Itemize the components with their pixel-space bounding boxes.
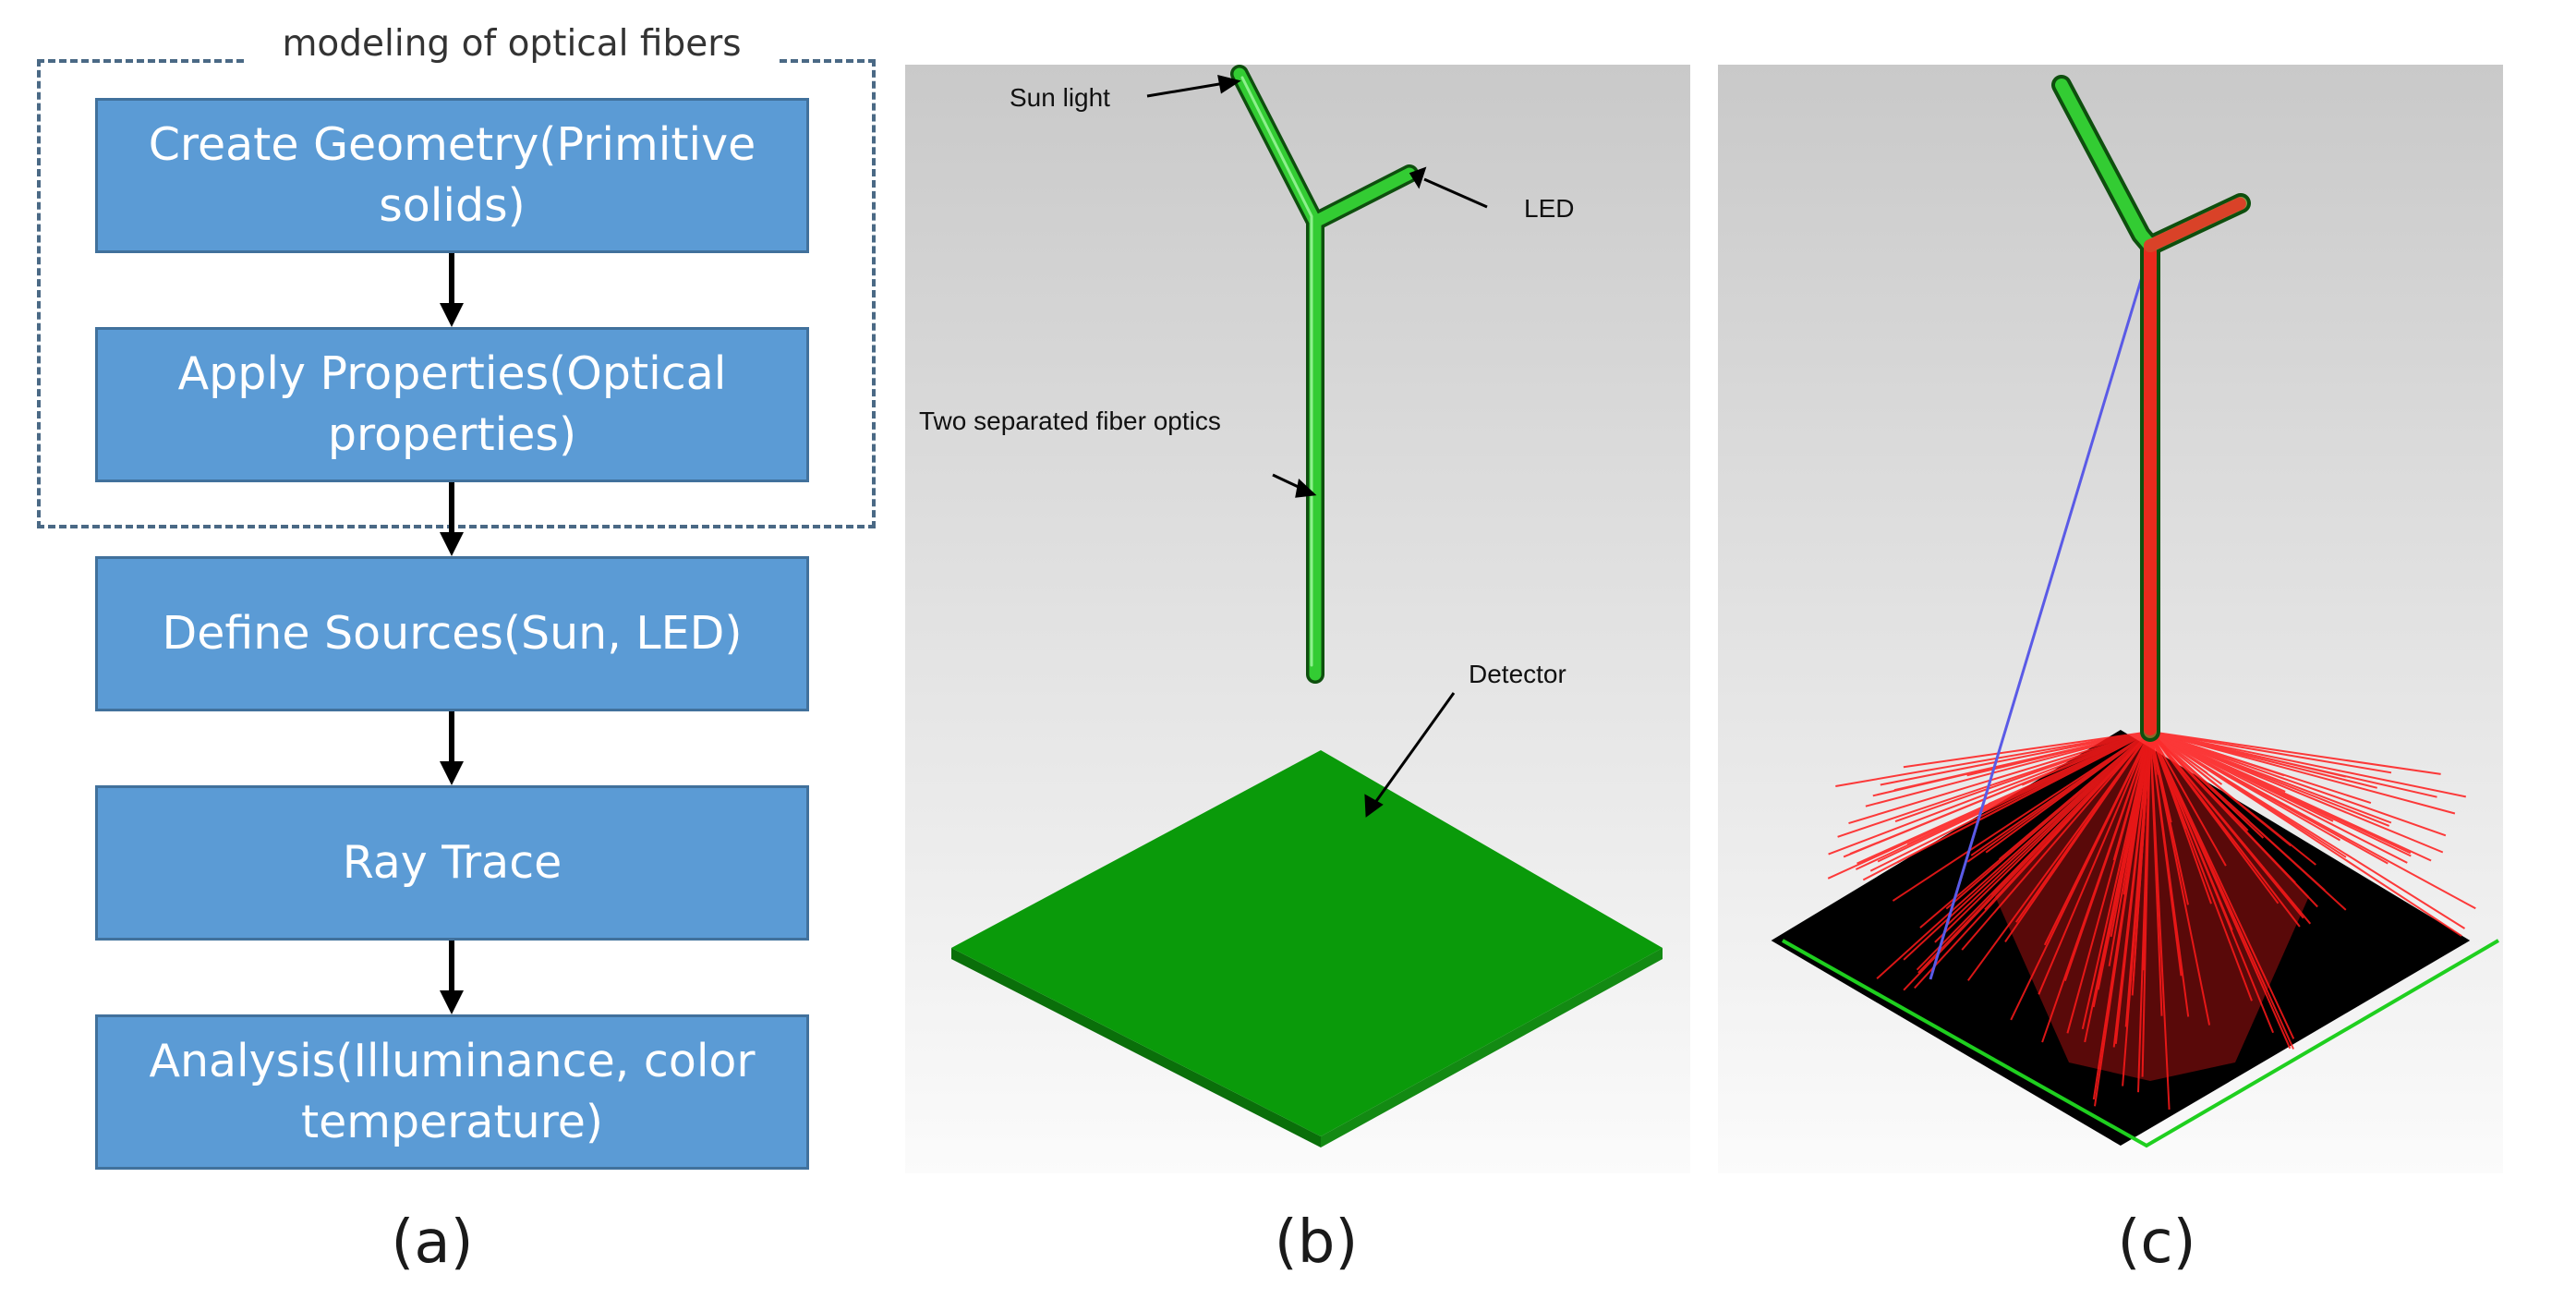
ray-line xyxy=(2142,731,2151,971)
ray-line xyxy=(1849,731,2151,856)
ray-line xyxy=(2149,731,2456,815)
ray-line xyxy=(2149,731,2447,837)
ray-line xyxy=(2149,731,2208,774)
ray-line xyxy=(2149,731,2437,798)
ray-line xyxy=(2038,731,2151,995)
ray-line xyxy=(1865,731,2151,807)
ray-line xyxy=(1837,731,2151,838)
ray-line xyxy=(1903,731,2151,961)
panel-label-c: (c) xyxy=(2117,1208,2196,1277)
ray-line xyxy=(2149,731,2285,777)
fiber-optics xyxy=(1230,65,1419,684)
ray-line xyxy=(1848,731,2151,825)
ray-line xyxy=(1835,731,2151,787)
ray-line xyxy=(2149,731,2171,1110)
ray-line xyxy=(2149,731,2334,822)
ray-line xyxy=(2149,731,2304,919)
ray-fan xyxy=(1827,731,2476,1110)
panel-label-b: (b) xyxy=(1274,1208,1359,1277)
ray-line xyxy=(2149,731,2467,798)
flow-arrow-icon xyxy=(440,253,464,327)
ray-line xyxy=(2149,731,2227,867)
ray-trace-view xyxy=(1718,65,2503,1173)
ray-line xyxy=(2149,731,2286,793)
arrow-head-icon xyxy=(1364,794,1384,818)
ray-line xyxy=(2135,731,2151,807)
annotation-sun-light: Sun light xyxy=(1010,83,1110,112)
ray-line xyxy=(1893,731,2151,792)
annotation-arrows xyxy=(1146,74,1488,818)
annotation-fiber-optics: Two separated fiber optics xyxy=(919,407,1221,435)
ray-line xyxy=(2149,731,2390,827)
ray-line xyxy=(2014,731,2151,923)
ray-line xyxy=(1966,731,2151,981)
ray-line xyxy=(2149,731,2292,847)
ray-line xyxy=(1903,731,2151,769)
ray-line xyxy=(2149,731,2476,910)
ray-line xyxy=(1880,731,2151,786)
step-create-geometry: Create Geometry(Primitive solids) xyxy=(95,98,809,253)
ray-line xyxy=(2092,731,2151,1100)
step-define-sources: Define Sources(Sun, LED) xyxy=(95,556,809,711)
ray-line xyxy=(2149,731,2392,774)
ray-line xyxy=(2063,731,2151,982)
ray-line xyxy=(1998,731,2151,860)
ray-line xyxy=(2149,731,2295,1050)
ray-line xyxy=(2149,731,2441,775)
ray-line xyxy=(1906,731,2151,845)
arrow-head-icon xyxy=(1217,74,1241,94)
flow-arrow-icon xyxy=(440,711,464,785)
ray-line xyxy=(2149,731,2183,977)
ray-line xyxy=(2149,731,2275,1034)
ray-line xyxy=(2149,731,2253,1001)
group-title: modeling of optical fibers xyxy=(246,18,778,70)
ray-line xyxy=(1961,731,2151,951)
model-geometry-view xyxy=(905,65,1690,1173)
ray-line xyxy=(2149,731,2326,892)
step-ray-trace: Ray Trace xyxy=(95,785,809,941)
ray-line xyxy=(1828,731,2151,856)
step-apply-properties: Apply Properties(Optical properties) xyxy=(95,327,809,482)
ray-line xyxy=(2066,731,2151,1034)
ray-line xyxy=(2149,731,2280,904)
step-analysis: Analysis(Illuminance, color temperature) xyxy=(95,1014,809,1170)
annotation-detector: Detector xyxy=(1469,660,1566,688)
ray-line xyxy=(1970,731,2151,856)
fiber-optics xyxy=(2051,75,2251,742)
panel-label-a: (a) xyxy=(391,1208,474,1277)
flow-arrow-icon xyxy=(440,941,464,1014)
arrow-head-icon xyxy=(1409,166,1427,189)
detector-plane xyxy=(951,750,1663,1147)
ray-line xyxy=(1892,731,2151,902)
annotation-led: LED xyxy=(1524,194,1575,223)
ray-line xyxy=(2149,731,2251,797)
arrow-head-icon xyxy=(1295,479,1317,498)
ray-line xyxy=(2043,731,2151,946)
ray-line xyxy=(1914,731,2151,989)
ray-density-core xyxy=(1995,730,2309,1081)
stray-ray xyxy=(1929,249,2152,980)
ray-line xyxy=(1990,731,2151,895)
ray-line xyxy=(2114,731,2151,1045)
ray-line xyxy=(2149,731,2296,884)
flow-arrow-icon xyxy=(440,482,464,556)
